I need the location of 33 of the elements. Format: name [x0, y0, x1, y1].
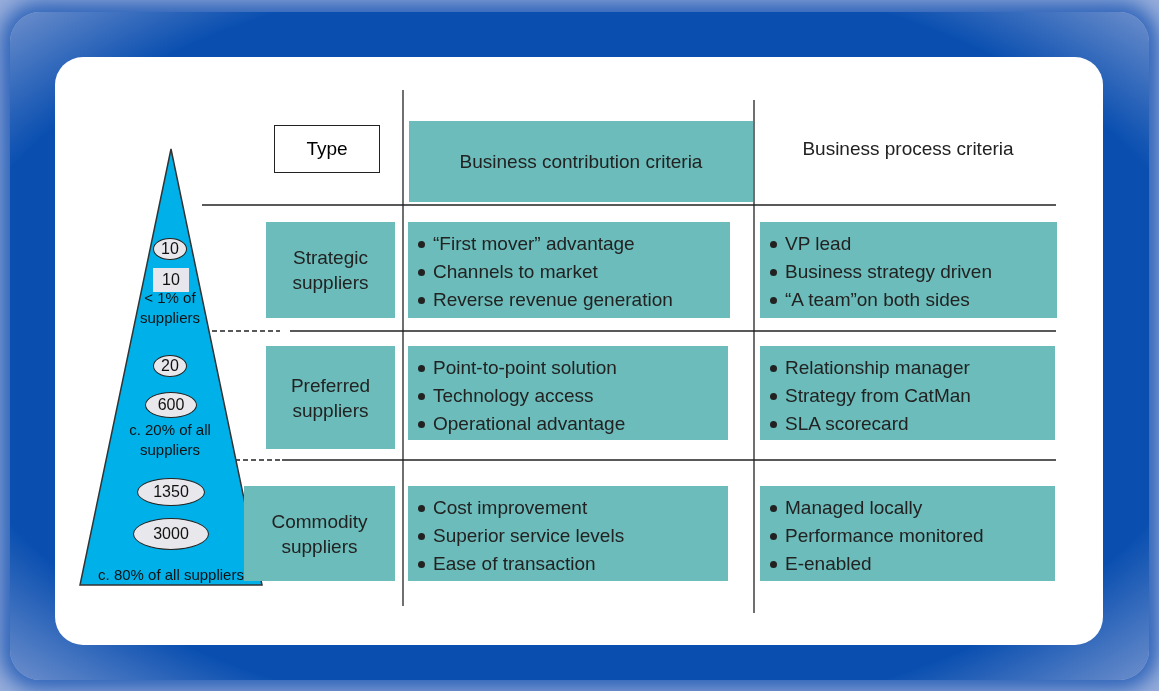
percentage-text: c. 20% of all suppliers — [128, 420, 212, 460]
bullet-item: Channels to market — [433, 260, 598, 284]
bullet-item: Superior service levels — [433, 524, 625, 548]
bullet-item: Operational advantage — [433, 412, 626, 436]
column-heading: Business process criteria — [801, 137, 1015, 161]
bullet-item: “First mover” advantage — [433, 232, 635, 256]
header-box: Type — [274, 125, 380, 173]
bullet-item: Reverse revenue generation — [433, 288, 673, 312]
percentage-text: c. 80% of all suppliers — [97, 565, 245, 585]
criteria-box — [760, 346, 1055, 440]
criteria-box — [408, 486, 728, 581]
criteria-box — [760, 222, 1057, 318]
bullet-item: Point-to-point solution — [433, 356, 617, 380]
supplier-type-box: Commodity suppliers — [244, 486, 395, 581]
bullet-item: Performance monitored — [785, 524, 984, 548]
supplier-type-box: Strategic suppliers — [266, 222, 395, 318]
bullet-item: Relationship manager — [785, 356, 970, 380]
header-box: Business contribution criteria — [409, 121, 753, 202]
bullet-item: VP lead — [785, 232, 852, 256]
bullet-item: Technology access — [433, 384, 594, 408]
count-label: 10 — [153, 268, 189, 292]
bullet-item: Cost improvement — [433, 496, 588, 520]
bullet-item: “A team”on both sides — [785, 288, 970, 312]
bullet-item: Strategy from CatMan — [785, 384, 971, 408]
bullet-item: E-enabled — [785, 552, 872, 576]
bullet-item: Managed locally — [785, 496, 923, 520]
criteria-box — [408, 346, 728, 440]
criteria-box — [408, 222, 730, 318]
supplier-type-box: Preferred suppliers — [266, 346, 395, 449]
bullet-item: SLA scorecard — [785, 412, 909, 436]
bullet-item: Ease of transaction — [433, 552, 596, 576]
bullet-item: Business strategy driven — [785, 260, 992, 284]
criteria-box — [760, 486, 1055, 581]
